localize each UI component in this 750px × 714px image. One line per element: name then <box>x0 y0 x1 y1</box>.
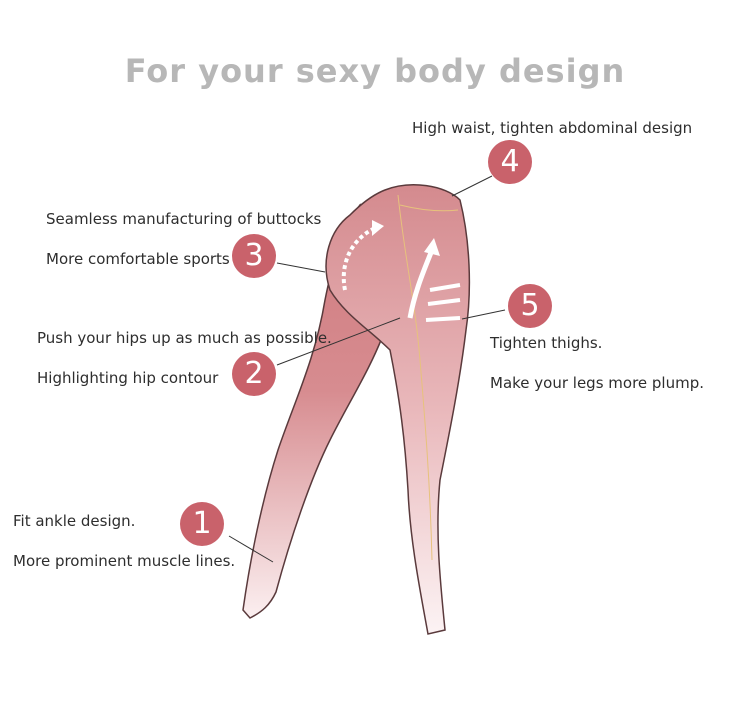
badge-3: 3 <box>232 234 276 278</box>
callout-1-line-1: Fit ankle design. <box>13 512 136 530</box>
callout-3-line-1: Seamless manufacturing of buttocks <box>46 210 322 228</box>
badge-5: 5 <box>508 284 552 328</box>
callout-1-line-2: More prominent muscle lines. <box>13 552 236 570</box>
badge-4: 4 <box>488 140 532 184</box>
tighten-arrow-3 <box>425 316 461 322</box>
badge-2: 2 <box>232 352 276 396</box>
lift-arrow-2 <box>407 249 435 319</box>
badge-1: 1 <box>180 502 224 546</box>
tighten-arrow-1 <box>429 283 461 292</box>
lift-arrow-1 <box>341 226 376 291</box>
callout-5-line-1: Tighten thighs. <box>490 334 603 352</box>
right-leg <box>325 184 471 635</box>
tighten-arrow-2 <box>427 298 461 306</box>
page-title: For your sexy body design <box>124 52 626 90</box>
callout-5-line-2: Make your legs more plump. <box>490 374 704 392</box>
callout-2-line-2: Highlighting hip contour <box>37 369 219 387</box>
callout-4-line-1: High waist, tighten abdominal design <box>412 119 693 137</box>
callout-3-line-2: More comfortable sports <box>46 250 230 268</box>
callout-2-line-1: Push your hips up as much as possible. <box>37 329 332 347</box>
